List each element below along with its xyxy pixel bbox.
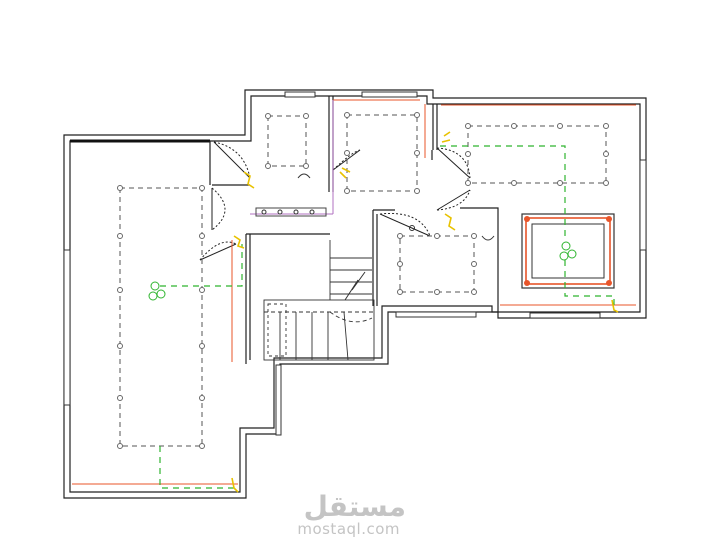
staircase (263, 240, 375, 361)
switches (231, 131, 619, 493)
doors (199, 141, 471, 261)
fixtures (117, 112, 609, 449)
light-grids (119, 114, 607, 447)
chandeliers (148, 241, 577, 301)
windows (63, 91, 647, 436)
sanitary-fixtures (255, 173, 495, 241)
cove-lighting (72, 99, 636, 485)
feature-corner-lights (524, 216, 612, 286)
circuits (159, 145, 615, 489)
ceiling-feature (521, 213, 615, 289)
